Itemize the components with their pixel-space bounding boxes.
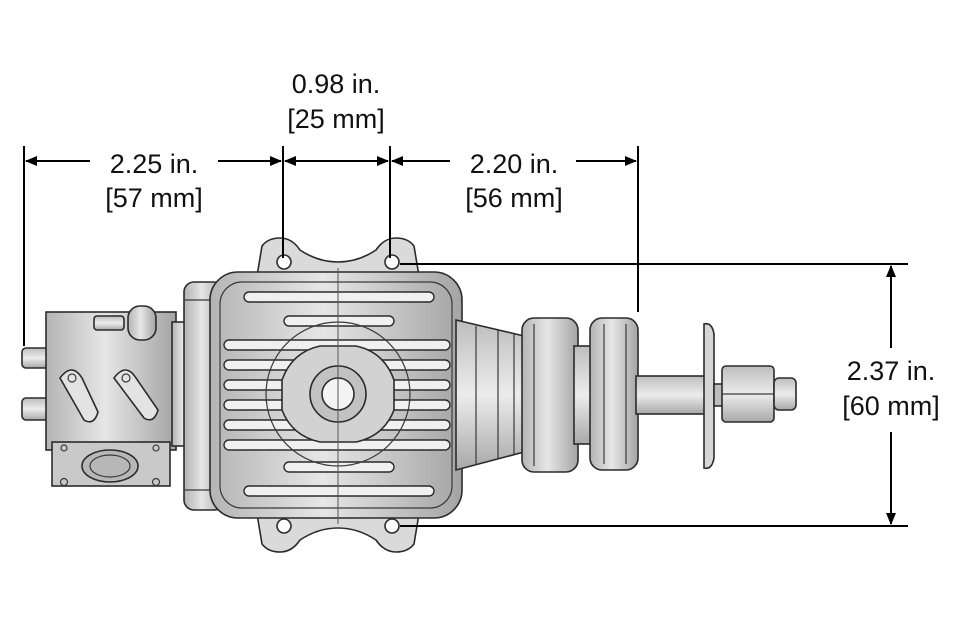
- label-mount-height-mm: [60 mm]: [842, 391, 940, 421]
- prop-shaft-assembly: [635, 322, 797, 470]
- carburetor: [21, 305, 177, 487]
- label-mount-height-in: 2.37 in.: [847, 356, 936, 386]
- dimension-labels: 2.25 in. [57 mm] 0.98 in. [25 mm] 2.20 i…: [105, 69, 940, 421]
- label-right-length-in: 2.20 in.: [470, 149, 559, 179]
- label-mount-spacing-in: 0.98 in.: [292, 69, 381, 99]
- engine-illustration: [21, 237, 797, 553]
- label-left-length-mm: [57 mm]: [105, 183, 203, 213]
- drive-washer: [521, 317, 639, 473]
- front-housing: [455, 318, 525, 472]
- label-mount-spacing-mm: [25 mm]: [287, 104, 385, 134]
- dimension-lines: [23, 146, 908, 527]
- mounting-flanges: [255, 237, 421, 553]
- cylinder-head: [209, 268, 463, 524]
- label-left-length-in: 2.25 in.: [110, 149, 199, 179]
- label-right-length-mm: [56 mm]: [465, 183, 563, 213]
